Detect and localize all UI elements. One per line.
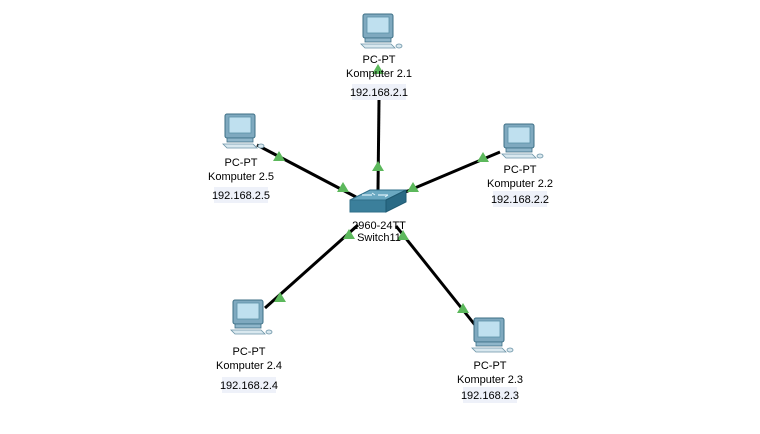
pc-device-2-2[interactable]: PC-PT Komputer 2.2 192.168.2.2 — [487, 123, 553, 207]
pc-model-label: PC-PT — [474, 360, 507, 372]
ip-address-box — [463, 387, 517, 403]
pc-name-label: Komputer 2.4 — [216, 360, 282, 372]
pc-model-label: PC-PT — [225, 157, 258, 169]
pc-model-label: PC-PT — [363, 54, 396, 66]
ip-address-box — [222, 377, 276, 393]
port-up-indicator — [477, 152, 489, 162]
port-up-indicator — [337, 182, 349, 192]
port-up-indicator — [457, 303, 469, 313]
pc-ip-label: 192.168.2.5 — [212, 190, 270, 202]
pc-icon — [360, 13, 403, 49]
switch-device[interactable]: 2960-24TT Switch11 — [349, 189, 407, 244]
port-up-indicator — [407, 182, 419, 192]
pc-model-label: PC-PT — [233, 346, 266, 358]
pc-ip-label: 192.168.2.4 — [220, 380, 278, 392]
pc-icon — [222, 113, 265, 149]
port-up-indicator — [397, 230, 409, 240]
link-pc-2-1[interactable] — [376, 99, 381, 191]
pc-device-2-3[interactable]: PC-PT Komputer 2.3 192.168.2.3 — [457, 317, 523, 403]
pc-icon — [501, 123, 544, 159]
pc-name-label: Komputer 2.1 — [346, 68, 412, 80]
port-up-indicator — [274, 292, 286, 302]
port-up-indicator — [372, 64, 384, 74]
pc-model-label: PC-PT — [504, 164, 537, 176]
ip-address-box — [214, 187, 268, 203]
port-up-indicator — [343, 229, 355, 239]
ip-address-box — [493, 191, 547, 207]
pc-device-2-5[interactable]: PC-PT Komputer 2.5 192.168.2.5 — [208, 113, 274, 203]
port-up-indicator — [372, 161, 384, 171]
switch-model-label: 2960-24TT — [352, 220, 406, 232]
pc-device-2-4[interactable]: PC-PT Komputer 2.4 192.168.2.4 — [216, 299, 282, 393]
pc-name-label: Komputer 2.3 — [457, 374, 523, 386]
port-indicators — [273, 64, 489, 313]
pc-device-2-1[interactable]: PC-PT Komputer 2.1 192.168.2.1 — [346, 13, 412, 100]
pc-name-label: Komputer 2.5 — [208, 171, 274, 183]
switch-icon — [349, 189, 407, 213]
pc-ip-label: 192.168.2.1 — [350, 87, 408, 99]
pc-ip-label: 192.168.2.3 — [461, 390, 519, 402]
pc-icon — [230, 299, 273, 335]
pc-name-label: Komputer 2.2 — [487, 178, 553, 190]
pc-ip-label: 192.168.2.2 — [491, 194, 549, 206]
port-up-indicator — [273, 151, 285, 161]
ip-address-box — [352, 84, 406, 100]
pc-icon — [471, 317, 514, 353]
switch-name-label: Switch11 — [357, 232, 401, 244]
